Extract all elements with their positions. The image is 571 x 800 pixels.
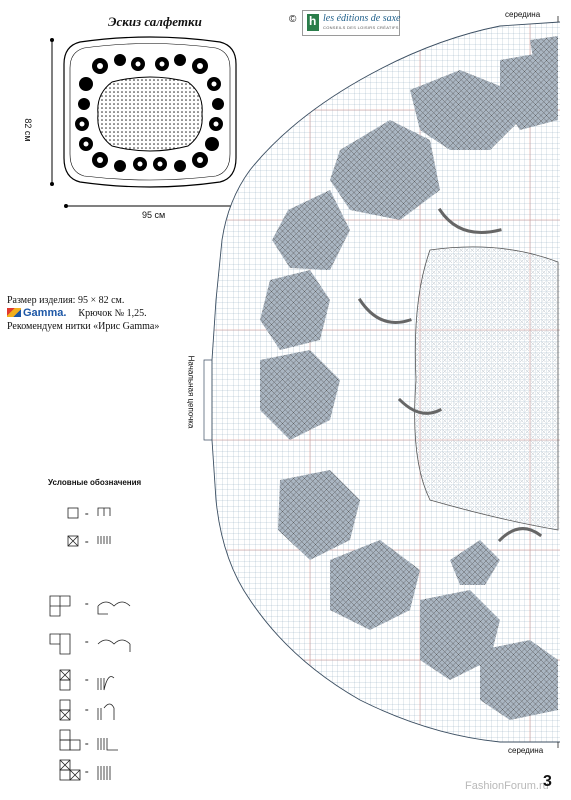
legend-combo-icon-3 [97,738,118,751]
publisher-name: les éditions de saxe [323,13,401,24]
sketch-width-dimension: 95 см [142,210,166,220]
center-label-top: середина [505,10,541,19]
legend-equals: = [85,708,89,714]
legend-dc-chain-icon [97,507,111,516]
legend-equals: = [85,602,89,608]
legend-equals: = [85,540,89,546]
start-chain-label: Начальная цепочка [186,355,196,429]
legend-equals: = [85,512,89,518]
size-line: Размер изделия: 95 × 82 см. [7,295,125,306]
legend-filled-cell-icon [67,535,79,547]
sketch-height-dimension: 82 см [23,118,33,142]
gamma-brand: Gamma. [23,307,67,319]
yarn-hook-line: Gamma. Крючок № 1,25. [7,307,159,320]
recommend-line: Рекомендуем нитки «Ирис Gamma» [7,321,160,332]
legend-title: Условные обозначения [48,478,142,487]
legend-empty-cell-icon [67,507,79,519]
legend-equals: = [85,770,89,776]
legend-arch-icon-2 [97,639,131,652]
copyright-sign: © [289,14,297,25]
doily-sketch [50,36,238,208]
legend-equals: = [85,678,89,684]
publisher-logo-mark: h [307,14,319,31]
filet-chart [203,16,561,748]
gamma-logo-icon [7,308,21,317]
legend-combo-icon-2 [97,703,115,720]
legend-corner-block-icon [49,595,71,617]
legend-arch-icon [97,601,131,615]
legend-symbols: = = = = = = = = [49,507,131,781]
legend-combo-icon-1 [97,676,115,691]
legend-dc-row-icon [97,536,111,544]
center-label-bottom: середина [508,746,544,755]
product-info: Размер изделия: 95 × 82 см. Gamma. Крючок… [7,294,159,333]
legend-combo-icon-4 [97,766,111,780]
publisher-tagline: CONSEILS DES LOISIRS CRÉATIFS [323,25,399,30]
publisher-logo: h les éditions de saxe CONSEILS DES LOIS… [302,10,400,36]
legend-equals: = [85,742,89,748]
legend-equals: = [85,640,89,646]
watermark: FashionForum.ru [465,780,549,792]
hook-size: Крючок № 1,25. [78,308,147,319]
legend-corner-block-icon-2 [49,633,71,655]
page-number: 3 [543,773,552,790]
sketch-title: Эскиз салфетки [108,14,202,29]
